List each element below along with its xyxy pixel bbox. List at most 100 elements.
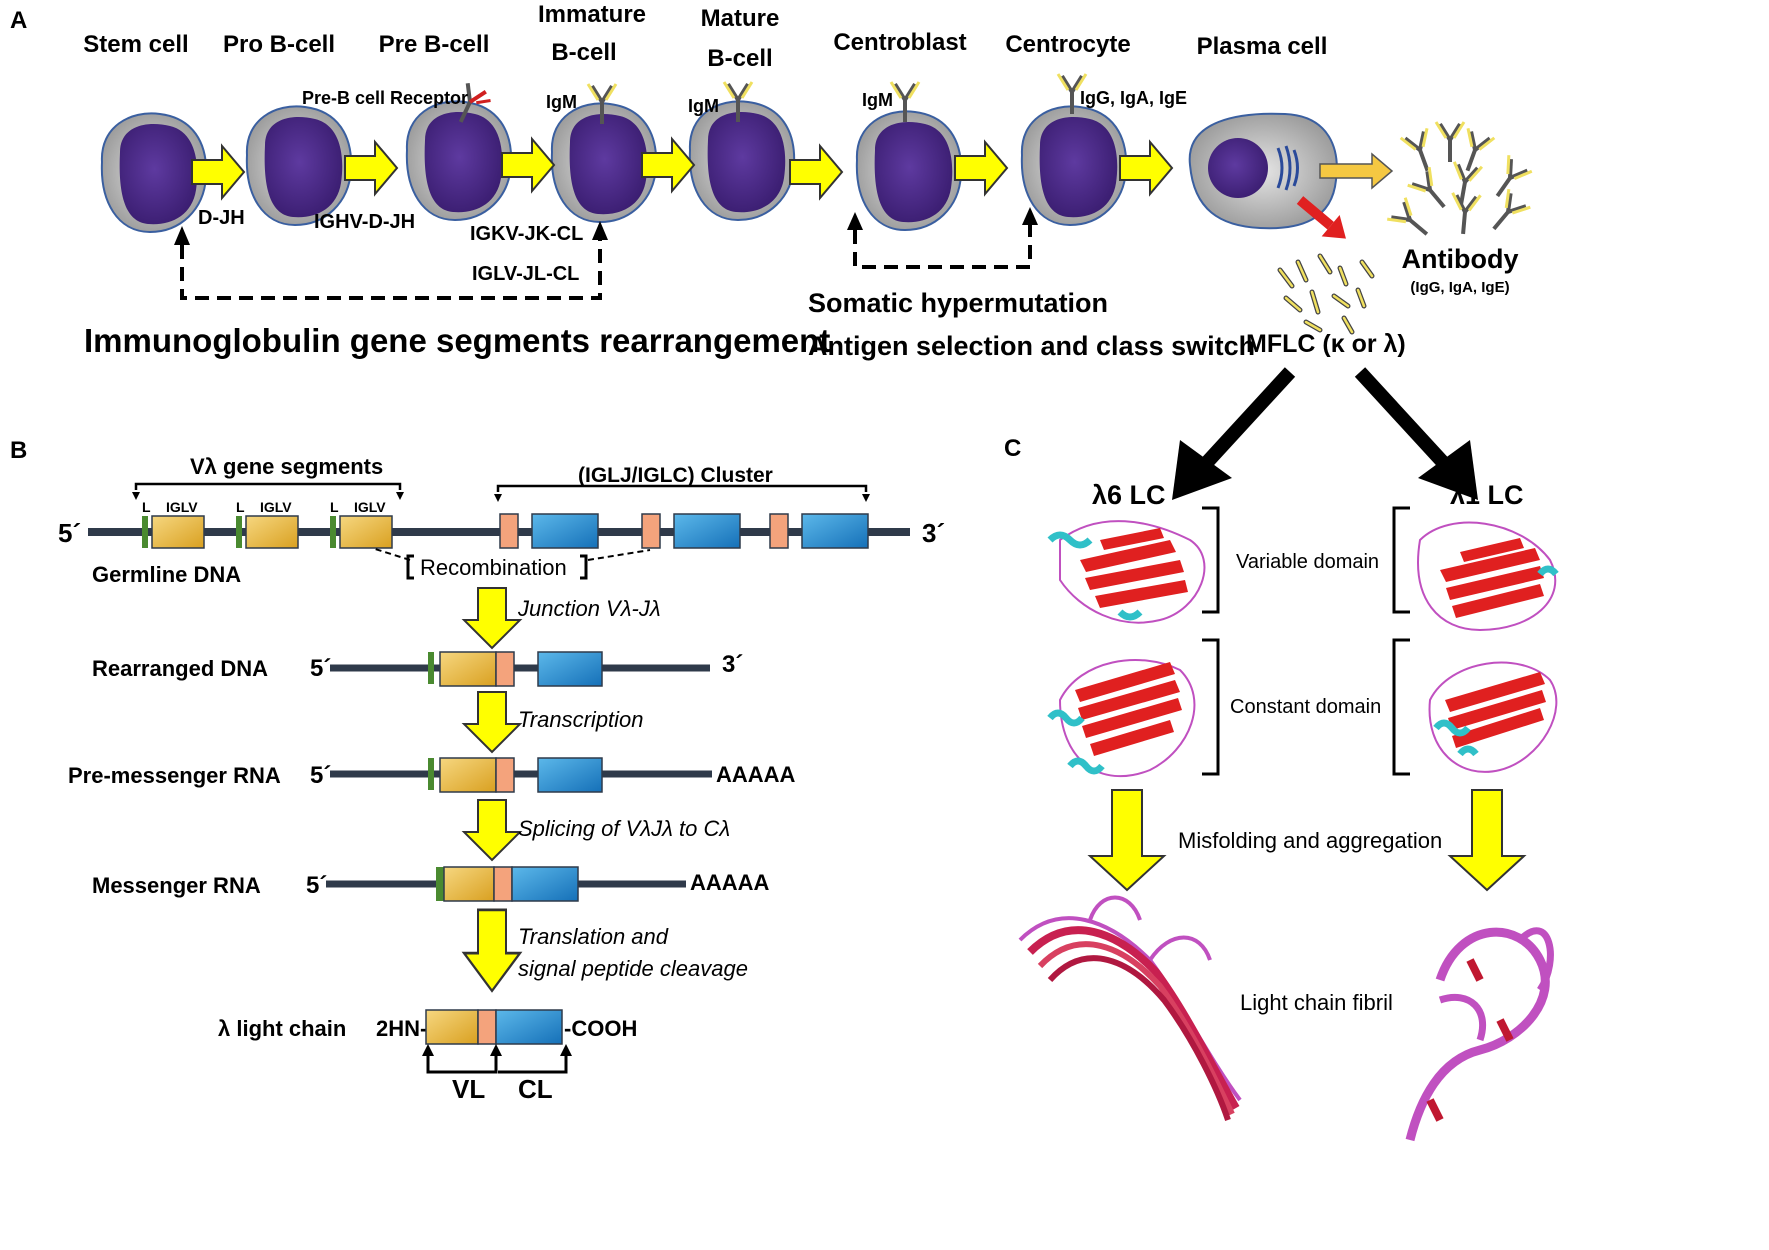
dashed-arrowhead	[174, 226, 190, 245]
recombination-label: Recombination	[420, 555, 567, 580]
antigen-caption: Antigen selection and class switch	[808, 331, 1255, 361]
hn-label: 2HN-	[376, 1016, 427, 1041]
splicing-label: Splicing of VλJλ to Cλ	[518, 816, 730, 841]
bracket-tip	[560, 1044, 572, 1056]
lambda1-label: λ1 LC	[1450, 480, 1524, 510]
bracket-tip	[862, 494, 870, 502]
transcription-label: Transcription	[518, 707, 644, 732]
junction-label: Junction Vλ-Jλ	[517, 596, 661, 621]
translation-label-1: Translation and	[518, 924, 669, 949]
pre-b-receptor-label: Pre-B cell Receptor	[302, 88, 468, 108]
aggregation-arrows	[1087, 789, 1527, 892]
fibril-label: Light chain fibril	[1240, 990, 1393, 1015]
panel-b-letter: B	[10, 437, 27, 464]
constant-domain-label: Constant domain	[1230, 696, 1381, 718]
rearrangement-labels: D-JH IGHV-D-JH IGKV-JK-CL IGLV-JL-CL	[198, 207, 583, 285]
stage-pro-b: Pro B-cell	[223, 31, 335, 58]
rearranged-segments	[428, 651, 603, 687]
premrna-label: Pre-messenger RNA	[68, 763, 281, 788]
igm-label-3: IgM	[862, 90, 893, 110]
cell-pre-b	[405, 100, 513, 222]
rearranged-3prime: 3´	[722, 651, 743, 678]
dashed-arrowhead	[1022, 207, 1038, 225]
cooh-label: -COOH	[564, 1016, 637, 1041]
antibody-label: Antibody	[1402, 244, 1519, 274]
l-label-1: L	[142, 499, 151, 515]
germline-3prime: 3´	[922, 518, 945, 548]
dashed-loops	[180, 225, 1032, 300]
vl-cl-brackets	[426, 1052, 568, 1074]
bracket-tip	[132, 492, 140, 500]
antibody-cluster	[1385, 120, 1534, 247]
lambda1-fibril	[1405, 927, 1554, 1142]
rearranged-5prime: 5´	[310, 655, 331, 682]
recombination-marks	[371, 547, 651, 561]
cell-immature-b	[550, 102, 658, 224]
translation-label-2: signal peptide cleavage	[518, 956, 748, 981]
l-label-2: L	[236, 499, 245, 515]
lambda1-structure	[1417, 521, 1559, 773]
igm-label-2: IgM	[688, 96, 719, 116]
mflc-label: MFLC (κ or λ)	[1246, 330, 1406, 358]
recombination-bracket	[406, 554, 588, 580]
rearranged-label: Rearranged DNA	[92, 656, 268, 681]
misfolding-label: Misfolding and aggregation	[1178, 828, 1442, 853]
receptor-labels: Pre-B cell Receptor IgM IgM IgM IgG, IgA…	[302, 88, 1187, 116]
premrna-5prime: 5´	[310, 762, 331, 789]
label-ighv-d-jh: IGHV-D-JH	[314, 211, 415, 233]
igm-label-1: IgM	[546, 92, 577, 112]
mrna-polya: AAAAA	[690, 870, 770, 895]
mrna-label: Messenger RNA	[92, 873, 261, 898]
bracket-tip	[490, 1044, 502, 1056]
light-chain-label: λ light chain	[218, 1016, 346, 1041]
iglv-label-3: IGLV	[354, 499, 386, 515]
light-chain-segments	[425, 1009, 563, 1045]
iglv-label-1: IGLV	[166, 499, 198, 515]
stage-immature-b: B-cell	[551, 39, 616, 66]
cell-centrocyte	[1020, 105, 1128, 227]
antibody-sub-label: (IgG, IgA, IgE)	[1410, 279, 1509, 296]
stage-titles: Stem cell Pro B-cell Pre B-cell Immature…	[83, 1, 1327, 72]
label-iglv: IGLV-JL-CL	[472, 263, 579, 285]
germline-label: Germline DNA	[92, 562, 241, 587]
plasma-cell	[1188, 112, 1394, 239]
somatic-caption: Somatic hypermutation	[808, 288, 1108, 318]
segment-labels: L IGLV L IGLV L IGLV	[142, 499, 386, 515]
mrna-segments	[436, 866, 579, 902]
stage-stem-cell: Stem cell	[83, 31, 188, 58]
cell-mature-b	[688, 100, 796, 222]
bracket-tip	[422, 1044, 434, 1056]
stage-centroblast: Centroblast	[833, 29, 966, 56]
dashed-arrowhead	[847, 212, 863, 230]
mflc-fragments-yellow	[1278, 254, 1374, 334]
cluster-label: (IGLJ/IGLC) Cluster	[578, 464, 773, 487]
panel-a-letter: A	[10, 7, 27, 34]
stage-immature: Immature	[538, 1, 646, 28]
v-segments-label: Vλ gene segments	[190, 454, 383, 479]
lambda6-structure	[1047, 520, 1206, 778]
panel-c-letter: C	[1004, 435, 1021, 462]
stage-mature: Mature	[701, 5, 780, 32]
rearrangement-caption: Immunoglobulin gene segments rearrangeme…	[84, 322, 830, 359]
cl-label: CL	[518, 1074, 553, 1104]
stage-plasma-cell: Plasma cell	[1197, 33, 1328, 60]
stage-pre-b: Pre B-cell	[379, 31, 490, 58]
lambda6-label: λ6 LC	[1092, 480, 1166, 510]
mflc-split-arrows	[1172, 367, 1478, 500]
premrna-segments	[428, 757, 603, 793]
brackets	[134, 482, 868, 492]
iglv-label-2: IGLV	[260, 499, 292, 515]
cell-pro-b	[245, 105, 353, 227]
igg-label: IgG, IgA, IgE	[1080, 88, 1187, 108]
bracket-tip	[396, 492, 404, 500]
premrna-polya: AAAAA	[716, 762, 796, 787]
l-label-3: L	[330, 499, 339, 515]
cell-stem	[100, 112, 208, 234]
dashed-arrowhead	[592, 221, 608, 240]
variable-domain-label: Variable domain	[1236, 551, 1379, 573]
stage-centrocyte: Centrocyte	[1005, 31, 1130, 58]
vl-label: VL	[452, 1074, 485, 1104]
receptor-icons	[458, 72, 1088, 126]
lambda6-fibril	[1018, 895, 1242, 1121]
